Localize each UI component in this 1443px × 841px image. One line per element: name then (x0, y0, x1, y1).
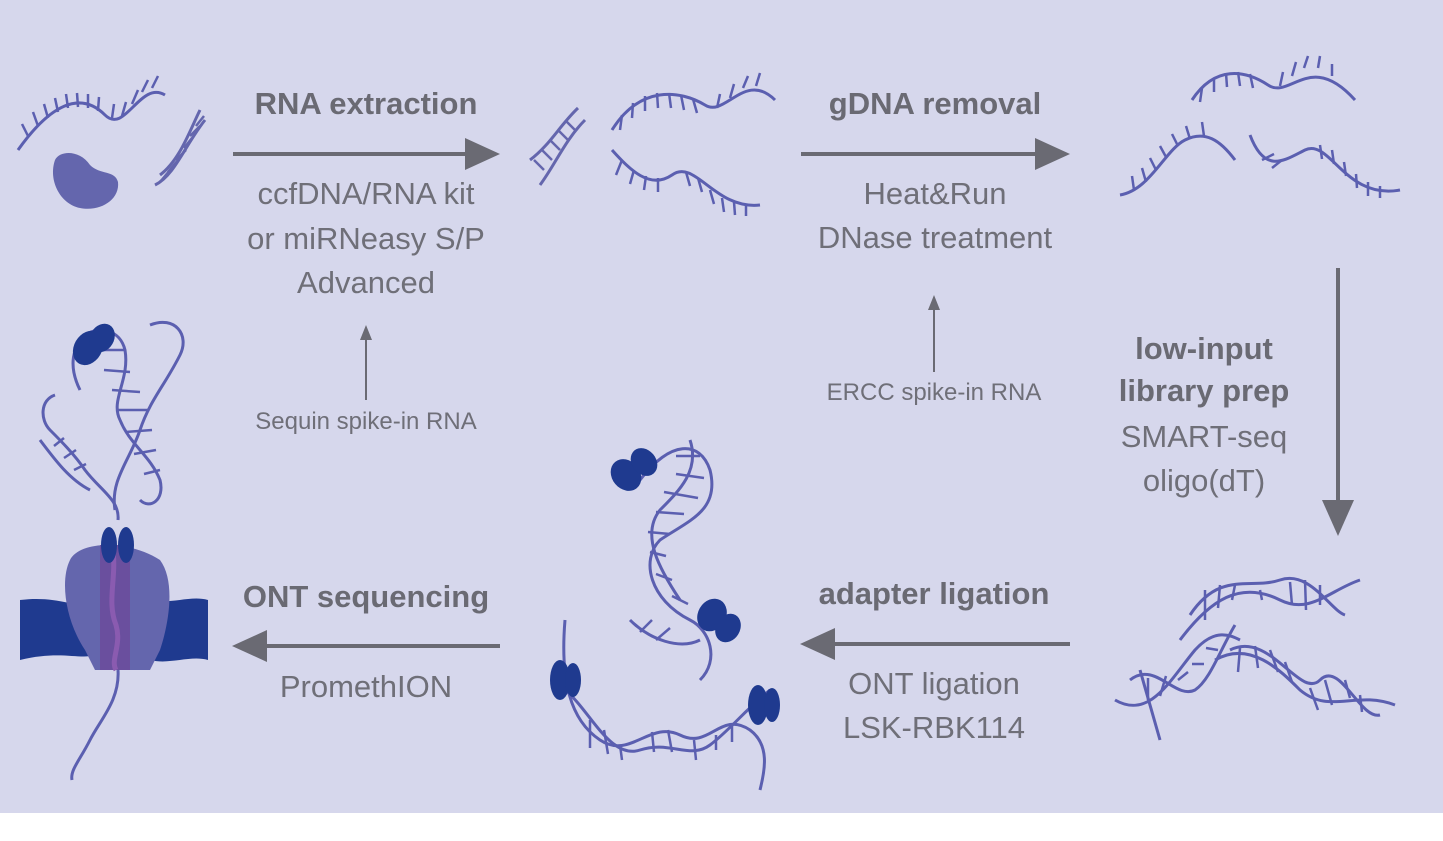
dna-fragment-icon (154, 109, 207, 187)
cdna-duplex-icon (1114, 624, 1241, 741)
library-prep-line1: SMART-seq (1120, 419, 1288, 454)
diagram-artwork (16, 55, 1401, 791)
adapter-protein-icon (101, 527, 134, 563)
arrow-sequin-spike-in (360, 325, 372, 400)
cdna-duplex-icon (1214, 645, 1396, 717)
rna-extraction-title: RNA extraction (254, 86, 478, 121)
adapter-protein-icon (72, 323, 115, 366)
arrow-ont-sequencing (232, 630, 500, 662)
rna-strand-icon (610, 72, 777, 131)
nanopore-icon (65, 544, 170, 672)
rna-extraction-kit-line3: Advanced (297, 265, 435, 300)
ercc-spike-in-label: ERCC spike-in RNA (826, 379, 1042, 406)
gdna-removal-title: gDNA removal (828, 86, 1042, 121)
arrow-library-prep (1322, 268, 1354, 536)
adapter-ligation-title: adapter ligation (818, 576, 1050, 611)
rna-strand-icon (1190, 55, 1357, 103)
adapter-ligated-cdna-icon (562, 619, 771, 791)
rna-strand-icon (1248, 134, 1401, 198)
arrow-gdna-removal (801, 138, 1070, 170)
library-prep-title-line1: low-input (1135, 331, 1273, 366)
adapter-ligation-line1: ONT ligation (848, 666, 1020, 701)
sequin-spike-in-label: Sequin spike-in RNA (255, 408, 477, 435)
arrow-ercc-spike-in (928, 295, 940, 372)
gdna-removal-line1: Heat&Run (863, 176, 1007, 211)
dna-fragment-icon (529, 106, 587, 186)
arrow-rna-extraction (233, 138, 500, 170)
gdna-removal-line2: DNase treatment (817, 220, 1053, 255)
rna-strand-icon (610, 148, 761, 216)
rna-extraction-kit-line2: or miRNeasy S/P (247, 221, 485, 256)
cdna-duplex-icon (1178, 576, 1361, 641)
ont-sequencing-line1: PromethION (279, 669, 453, 704)
rna-strand-icon (1119, 121, 1237, 197)
ont-sequencing-title: ONT sequencing (242, 579, 490, 614)
arrow-adapter-ligation (800, 628, 1070, 660)
protein-blob-icon (52, 153, 119, 209)
rna-strand-icon (16, 75, 166, 151)
library-prep-line2: oligo(dT) (1142, 463, 1266, 498)
rna-extraction-kit-line1: ccfDNA/RNA kit (257, 176, 475, 211)
adapter-ligated-cdna-icon (628, 439, 714, 682)
adapter-protein-icon (550, 660, 780, 725)
library-prep-title-line2: library prep (1118, 373, 1290, 408)
adapter-ligation-line2: LSK-RBK114 (842, 710, 1026, 745)
adapter-protein-icon (610, 448, 741, 643)
